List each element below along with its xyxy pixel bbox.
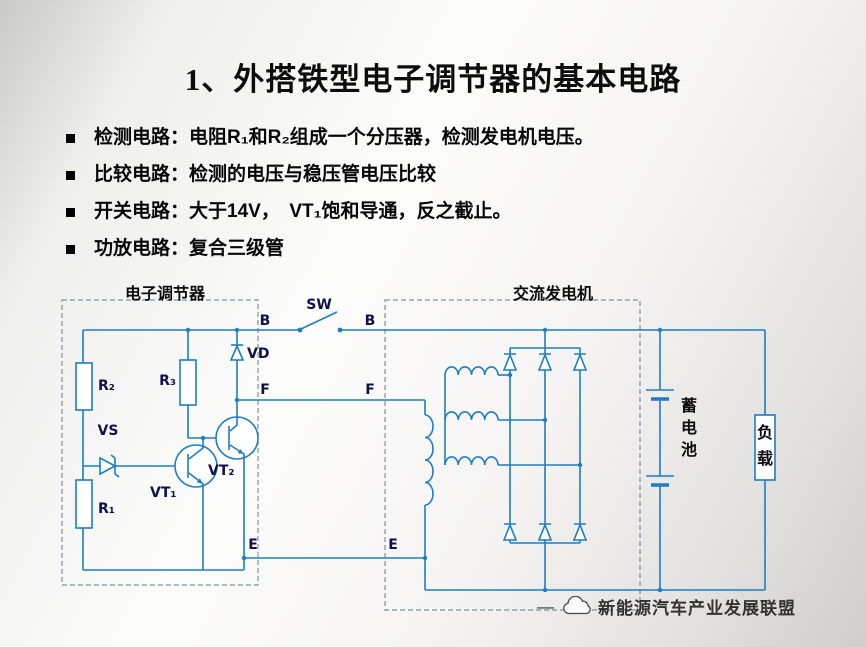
watermark-dash: — <box>537 596 555 616</box>
bullet-label: 功放电路： <box>94 238 190 259</box>
transistor-vt1 <box>174 438 218 570</box>
cloud-logo-icon <box>563 596 591 615</box>
switch-sw <box>297 311 343 333</box>
watermark-text: 新能源汽车产业发展联盟 <box>598 599 796 618</box>
bullet-text: 大于14V， VT₁饱和导通，反之截止。 <box>189 201 512 222</box>
label-r1: R₁ <box>98 501 115 517</box>
bullet-square-icon <box>66 171 75 180</box>
circuit-svg: SW B B F F E E VD R₂ R₃ VS VT₁ VT₂ R₁ <box>61 297 776 611</box>
label-vs: VS <box>98 423 119 439</box>
battery-label: 蓄电池 <box>680 398 697 459</box>
label-vt2: VT₂ <box>208 463 235 479</box>
bullet-square-icon <box>66 245 75 254</box>
page-title: 1、外搭铁型电子调节器的基本电路 <box>184 62 682 97</box>
label-r3: R₃ <box>159 373 176 389</box>
bullet-text: 复合三级管 <box>189 238 285 259</box>
terminal-e-left: E <box>248 537 258 553</box>
label-vd: VD <box>247 346 269 362</box>
generator-box <box>384 299 641 611</box>
resistor-r2 <box>75 362 93 411</box>
circuit-diagram: SW B B F F E E VD R₂ R₃ VS VT₁ VT₂ R₁ 电子… <box>48 278 828 630</box>
terminal-f-right: F <box>365 382 375 398</box>
bullet-text: 检测的电压与稳压管电压比较 <box>189 164 437 185</box>
resistor-r1 <box>75 479 93 529</box>
bullet-item: 比较电路：检测的电压与稳压管电压比较 <box>66 163 826 187</box>
bullet-square-icon <box>66 134 75 143</box>
bullet-list: 检测电路：电阻R₁和R₂组成一个分压器，检测发电机电压。 比较电路：检测的电压与… <box>66 126 826 274</box>
load-resistor <box>754 330 776 590</box>
zener-vs <box>83 454 188 478</box>
junction-dots <box>185 327 663 593</box>
bullet-item: 开关电路：大于14V， VT₁饱和导通，反之截止。 <box>66 200 826 224</box>
diode-vd <box>229 330 245 400</box>
bullet-label: 比较电路： <box>94 164 190 185</box>
watermark: — 新能源汽车产业发展联盟 <box>537 594 796 619</box>
bullet-text: 电阻R₁和R₂组成一个分压器，检测发电机电压。 <box>189 127 594 148</box>
terminal-b-right: B <box>365 313 376 329</box>
battery-symbol <box>646 330 674 590</box>
load-label: 负载 <box>756 425 773 468</box>
switch-label: SW <box>306 297 332 313</box>
field-winding <box>424 400 434 590</box>
bullet-item: 检测电路：电阻R₁和R₂组成一个分压器，检测发电机电压。 <box>66 126 826 150</box>
bullet-square-icon <box>66 208 75 217</box>
bullet-label: 开关电路： <box>94 201 190 222</box>
terminal-e-right: E <box>388 537 398 553</box>
terminal-b-left: B <box>260 313 271 329</box>
resistor-r3 <box>179 359 197 406</box>
label-r2: R₂ <box>98 378 115 394</box>
stator-windings <box>444 366 580 466</box>
bullet-item: 功放电路：复合三级管 <box>66 237 826 261</box>
transistor-vt2 <box>215 400 259 570</box>
label-vt1: VT₁ <box>150 485 177 501</box>
regulator-label: 电子调节器 <box>124 286 205 303</box>
generator-label: 交流发电机 <box>512 286 593 303</box>
bullet-label: 检测电路： <box>94 127 190 148</box>
terminal-f-left: F <box>260 382 270 398</box>
rectifier-bridge <box>502 330 588 590</box>
